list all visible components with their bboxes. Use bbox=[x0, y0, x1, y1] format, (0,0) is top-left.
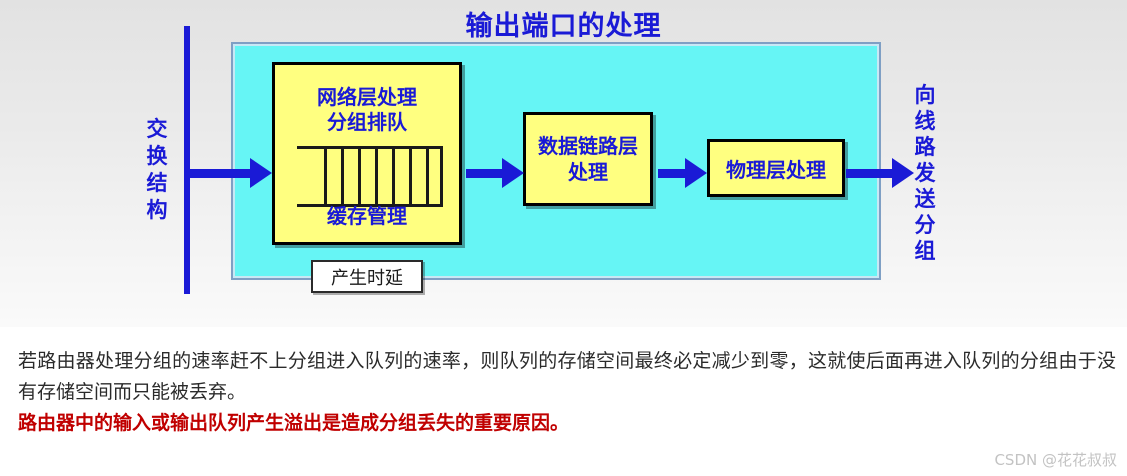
switch-fabric-label: 交 换 结 构 bbox=[140, 116, 174, 224]
body-highlight-text: 路由器中的输入或输出队列产生溢出是造成分组丢失的重要原因。 bbox=[18, 412, 570, 434]
body-paragraph: 若路由器处理分组的速率赶不上分组进入队列的速率，则队列的存储空间最终必定减少到零… bbox=[18, 350, 1116, 403]
body-text-area: 若路由器处理分组的速率赶不上分组进入队列的速率，则队列的存储空间最终必定减少到零… bbox=[0, 327, 1127, 476]
arrow-shaft bbox=[466, 168, 502, 178]
packet-queue-graphic bbox=[297, 146, 443, 207]
send-to-line-char-2: 路 bbox=[914, 135, 936, 159]
arrow-right-icon-fabric-to-network bbox=[184, 158, 272, 188]
send-to-line-label: 向 线 路 发 送 分 组 bbox=[908, 82, 942, 264]
send-to-line-char-5: 分 bbox=[914, 213, 936, 237]
physical-layer-title: 物理层处理 bbox=[726, 157, 826, 182]
arrow-shaft bbox=[658, 168, 685, 178]
arrow-right-icon-network-to-datalink bbox=[466, 158, 524, 188]
switch-fabric-char-0: 交 bbox=[146, 117, 168, 141]
switch-fabric-bar bbox=[184, 26, 190, 294]
arrow-right-icon-physical-to-line bbox=[846, 158, 914, 188]
slide-canvas: 输出端口的处理 交 换 结 构 网络层处理 分组排队 bbox=[0, 0, 1127, 327]
queue-cell bbox=[392, 149, 409, 204]
arrow-head bbox=[250, 158, 272, 188]
send-to-line-char-1: 线 bbox=[914, 109, 936, 133]
send-to-line-char-3: 发 bbox=[914, 161, 936, 185]
arrow-shaft bbox=[846, 168, 892, 178]
switch-fabric-char-2: 结 bbox=[146, 171, 168, 195]
network-layer-title-line-1: 分组排队 bbox=[327, 110, 407, 134]
arrow-right-icon-datalink-to-physical bbox=[658, 158, 707, 188]
send-to-line-char-0: 向 bbox=[914, 83, 936, 107]
send-to-line-char-6: 组 bbox=[914, 239, 936, 263]
csdn-watermark: CSDN @花花叔叔 bbox=[994, 451, 1117, 469]
physical-layer-box: 物理层处理 bbox=[707, 139, 845, 197]
switch-fabric-char-1: 换 bbox=[146, 144, 168, 168]
queue-cell bbox=[409, 149, 426, 204]
page-title: 输出端口的处理 bbox=[465, 11, 662, 42]
queue-cell bbox=[324, 149, 341, 204]
network-layer-title-line-0: 网络层处理 bbox=[317, 85, 417, 109]
arrow-shaft bbox=[184, 168, 250, 178]
network-layer-box: 网络层处理 分组排队 缓存管理 bbox=[272, 62, 462, 245]
send-to-line-char-4: 送 bbox=[914, 187, 936, 211]
delay-callout: 产生时延 bbox=[311, 260, 423, 293]
arrow-head bbox=[502, 158, 524, 188]
data-link-layer-title-line-1: 处理 bbox=[568, 160, 608, 184]
arrow-head bbox=[892, 158, 914, 188]
network-layer-title: 网络层处理 分组排队 bbox=[275, 85, 459, 135]
queue-cell bbox=[375, 149, 392, 204]
queue-cell bbox=[341, 149, 358, 204]
queue-cell bbox=[358, 149, 375, 204]
arrow-head bbox=[685, 158, 707, 188]
switch-fabric-char-3: 构 bbox=[146, 198, 168, 222]
buffer-management-label: 缓存管理 bbox=[327, 204, 407, 228]
data-link-layer-title-line-0: 数据链路层 bbox=[538, 134, 638, 158]
queue-cell bbox=[426, 149, 443, 204]
data-link-layer-box: 数据链路层 处理 bbox=[523, 112, 653, 206]
